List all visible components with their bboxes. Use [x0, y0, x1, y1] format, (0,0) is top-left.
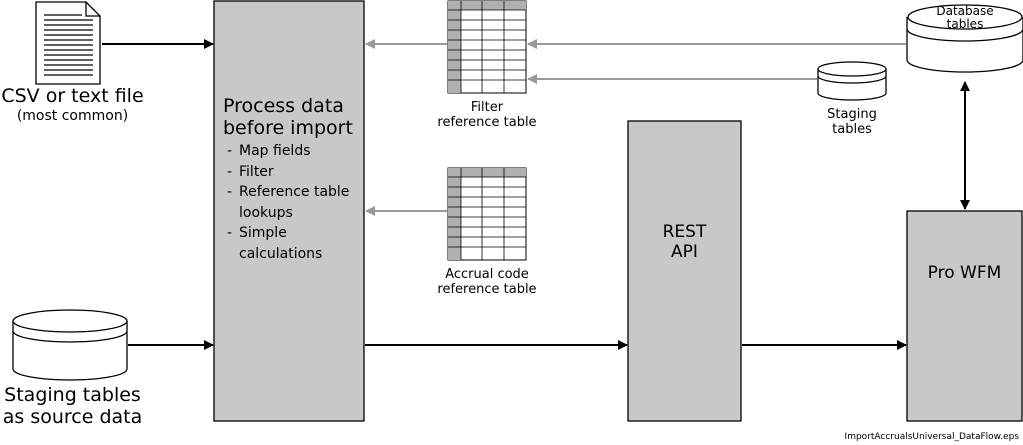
csv-file-label: CSV or text file (most common) — [0, 85, 145, 124]
process-step: Reference table lookups — [227, 182, 369, 223]
pro-wfm-label: Pro WFM — [927, 263, 1002, 283]
filter-table-line2: reference table — [437, 114, 537, 130]
accrual-table-icon — [447, 167, 527, 261]
csv-file-icon — [35, 1, 101, 85]
rest-api-line2: API — [671, 241, 698, 262]
process-title: Process data before import — [223, 95, 353, 140]
filter-table-label: Filter reference table — [412, 100, 562, 131]
rest-api-line1: REST — [662, 222, 707, 242]
accrual-table-line1: Accrual code — [445, 267, 529, 282]
csv-file-title: CSV or text file — [1, 85, 144, 107]
filename-label: ImportAccrualsUniversal_DataFlow.eps — [844, 432, 1019, 442]
filter-table-icon — [447, 0, 527, 94]
filter-table-line1: Filter — [470, 100, 504, 115]
accrual-table-label: Accrual code reference table — [412, 267, 562, 298]
process-step: Filter — [227, 162, 369, 183]
staging-tables-label: Staging tables — [802, 107, 902, 138]
process-step: Simple calculations — [227, 223, 369, 264]
database-tables-line1: Database — [936, 4, 994, 18]
staging-source-line2: as source data — [2, 405, 143, 428]
rest-api-box — [627, 120, 742, 422]
staging-source-cylinder-icon — [12, 309, 128, 381]
process-title-line2: before import — [223, 116, 353, 139]
database-tables-label: Database tables — [915, 5, 1015, 31]
process-step: Map fields — [227, 141, 369, 162]
staging-tables-line1: Staging — [827, 107, 877, 122]
process-steps-list: Map fields Filter Reference table lookup… — [227, 141, 369, 264]
database-tables-cylinder-icon — [906, 4, 1023, 73]
database-tables-line2: tables — [946, 17, 984, 31]
staging-tables-line2: tables — [832, 121, 872, 137]
rest-api-label: REST API — [628, 222, 741, 262]
accrual-table-line2: reference table — [437, 281, 537, 297]
csv-file-subtitle: (most common) — [16, 107, 129, 124]
staging-source-label: Staging tables as source data — [0, 384, 145, 429]
staging-source-line1: Staging tables — [4, 384, 141, 406]
process-title-line1: Process data — [223, 95, 344, 117]
pro-wfm-box — [906, 210, 1023, 422]
staging-tables-cylinder-icon — [817, 61, 887, 101]
